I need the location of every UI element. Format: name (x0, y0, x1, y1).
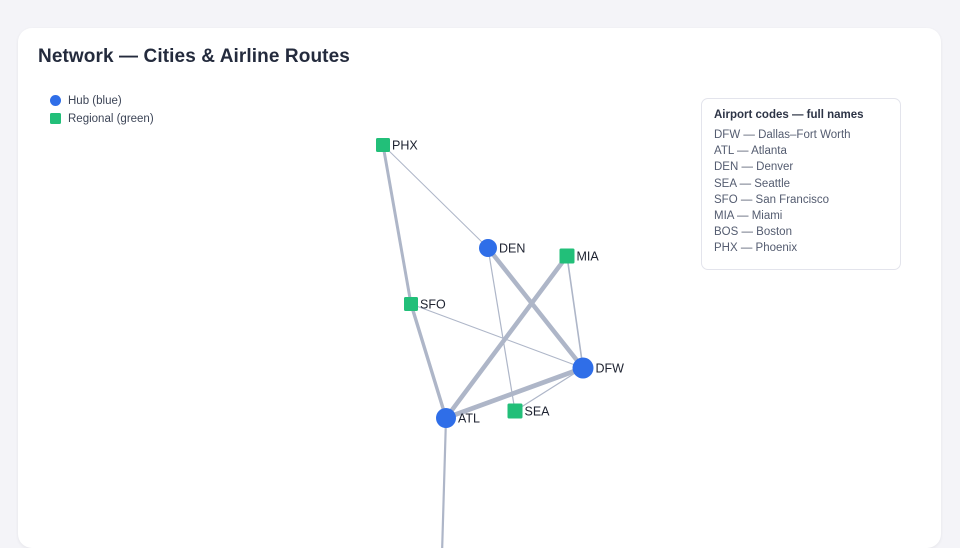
graph-node-dfw[interactable] (573, 358, 594, 379)
graph-node-label-atl: ATL (458, 412, 480, 426)
airport-code-row: ATL — Atlanta (714, 143, 888, 159)
graph-edge (441, 418, 446, 548)
airport-code-row: SEA — Seattle (714, 176, 888, 192)
graph-node-label-sfo: SFO (420, 298, 446, 312)
graph-node-mia[interactable] (560, 249, 575, 264)
airport-code-row: PHX — Phoenix (714, 240, 888, 256)
graph-node-label-mia: MIA (577, 250, 600, 264)
airport-code-row: MIA — Miami (714, 208, 888, 224)
airport-codes-title: Airport codes — full names (714, 109, 888, 121)
graph-node-sea[interactable] (508, 404, 523, 419)
network-card: Network — Cities & Airline Routes Hub (b… (18, 28, 941, 548)
graph-node-den[interactable] (479, 239, 497, 257)
graph-node-label-den: DEN (499, 242, 525, 256)
airport-codes-panel: Airport codes — full names DFW — Dallas–… (701, 98, 901, 270)
graph-node-atl[interactable] (436, 408, 456, 428)
graph-node-sfo[interactable] (404, 297, 418, 311)
graph-node-labels: PHXDENMIASFODFWSEAATLBOS (392, 139, 624, 548)
airport-code-row: DEN — Denver (714, 159, 888, 175)
graph-node-label-phx: PHX (392, 139, 418, 153)
graph-node-label-sea: SEA (525, 405, 551, 419)
airport-code-row: SFO — San Francisco (714, 192, 888, 208)
graph-node-phx[interactable] (376, 138, 390, 152)
airport-code-row: BOS — Boston (714, 224, 888, 240)
graph-edges (383, 145, 583, 548)
airport-code-row: DFW — Dallas–Fort Worth (714, 127, 888, 143)
graph-edge (411, 304, 446, 418)
graph-node-label-dfw: DFW (596, 362, 625, 376)
